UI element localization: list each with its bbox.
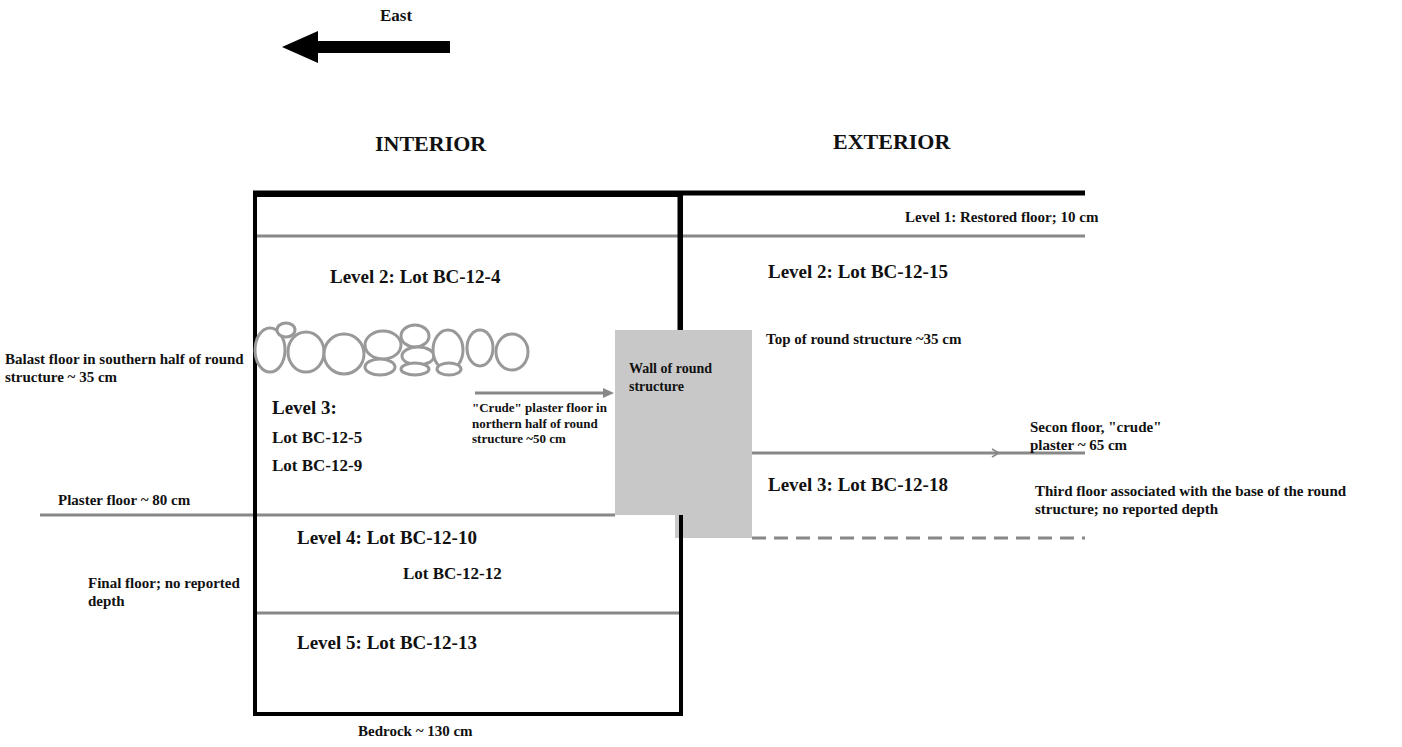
east-arrowhead	[282, 31, 318, 63]
profile-label: Balast floor in southern half of round s…	[5, 350, 245, 386]
profile-label: Top of round structure ~35 cm	[766, 330, 961, 348]
profile-label: Level 3:	[272, 397, 337, 420]
profile-label: Level 4: Lot BC-12-10	[297, 527, 477, 550]
profile-label: Level 2: Lot BC-12-4	[330, 266, 500, 289]
profile-label: EXTERIOR	[833, 129, 950, 155]
ballast-stones	[255, 323, 528, 375]
profile-label: East	[380, 6, 412, 26]
profile-label: Lot BC-12-12	[403, 564, 502, 584]
leader-arrowhead	[603, 388, 614, 398]
tick-arrow	[992, 449, 999, 457]
profile-label: Lot BC-12-9	[272, 456, 362, 476]
wall-box: Wall of round structure	[615, 330, 752, 515]
level-line	[253, 235, 1085, 238]
profile-label: INTERIOR	[375, 131, 486, 157]
level-line	[253, 612, 683, 615]
profile-label: Level 1: Restored floor; 10 cm	[905, 208, 1098, 226]
profile-label: Level 5: Lot BC-12-13	[297, 632, 477, 655]
top-line	[253, 191, 1085, 196]
profile-label: "Crude" plaster floor in northern half o…	[472, 400, 612, 447]
profile-label: Secon floor, "crude" plaster ~ 65 cm	[1030, 418, 1180, 454]
profile-label: Third floor associated with the base of …	[1035, 482, 1390, 518]
wall-label: Wall of round structure	[615, 330, 752, 395]
level-line	[40, 514, 615, 517]
leader-line	[475, 392, 604, 395]
divider	[678, 193, 681, 330]
profile-label: Lot BC-12-5	[272, 428, 362, 448]
profile-label: Bedrock ~ 130 cm	[358, 722, 473, 740]
profile-label: Level 3: Lot BC-12-18	[768, 474, 948, 497]
east-arrow	[305, 41, 450, 53]
profile-label: Level 2: Lot BC-12-15	[768, 261, 948, 284]
profile-label: Plaster floor ~ 80 cm	[58, 491, 190, 509]
profile-label: Final floor; no reported depth	[88, 574, 248, 610]
dashed-floor	[752, 537, 1085, 540]
